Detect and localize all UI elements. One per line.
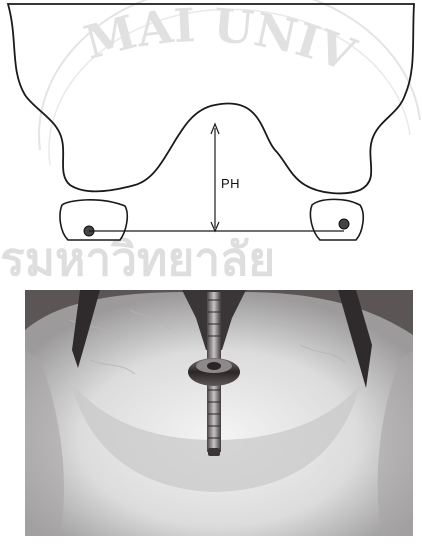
instrument-frame xyxy=(182,290,246,350)
ph-label: PH xyxy=(221,176,240,191)
left-molar-crown xyxy=(60,200,127,240)
palatal-height-diagram: MAI UNIV รมหาวิทยาลัย xyxy=(0,0,422,280)
plaster-cast xyxy=(25,292,413,536)
rod-tip xyxy=(208,448,220,456)
right-caliper-jaw xyxy=(338,290,372,388)
right-reference-point xyxy=(339,219,349,229)
svg-text:MAI UNIV: MAI UNIV xyxy=(79,0,364,83)
measuring-rod xyxy=(207,292,221,452)
watermark-arc-text: MAI UNIV xyxy=(79,0,364,83)
palatal-vault xyxy=(70,380,360,492)
watermark-thai-text: รมหาวิทยาลัย xyxy=(0,232,275,280)
right-molar-crown xyxy=(310,199,363,240)
photo-background xyxy=(25,290,413,536)
locking-nut xyxy=(188,358,240,386)
left-caliper-jaw xyxy=(72,290,100,368)
